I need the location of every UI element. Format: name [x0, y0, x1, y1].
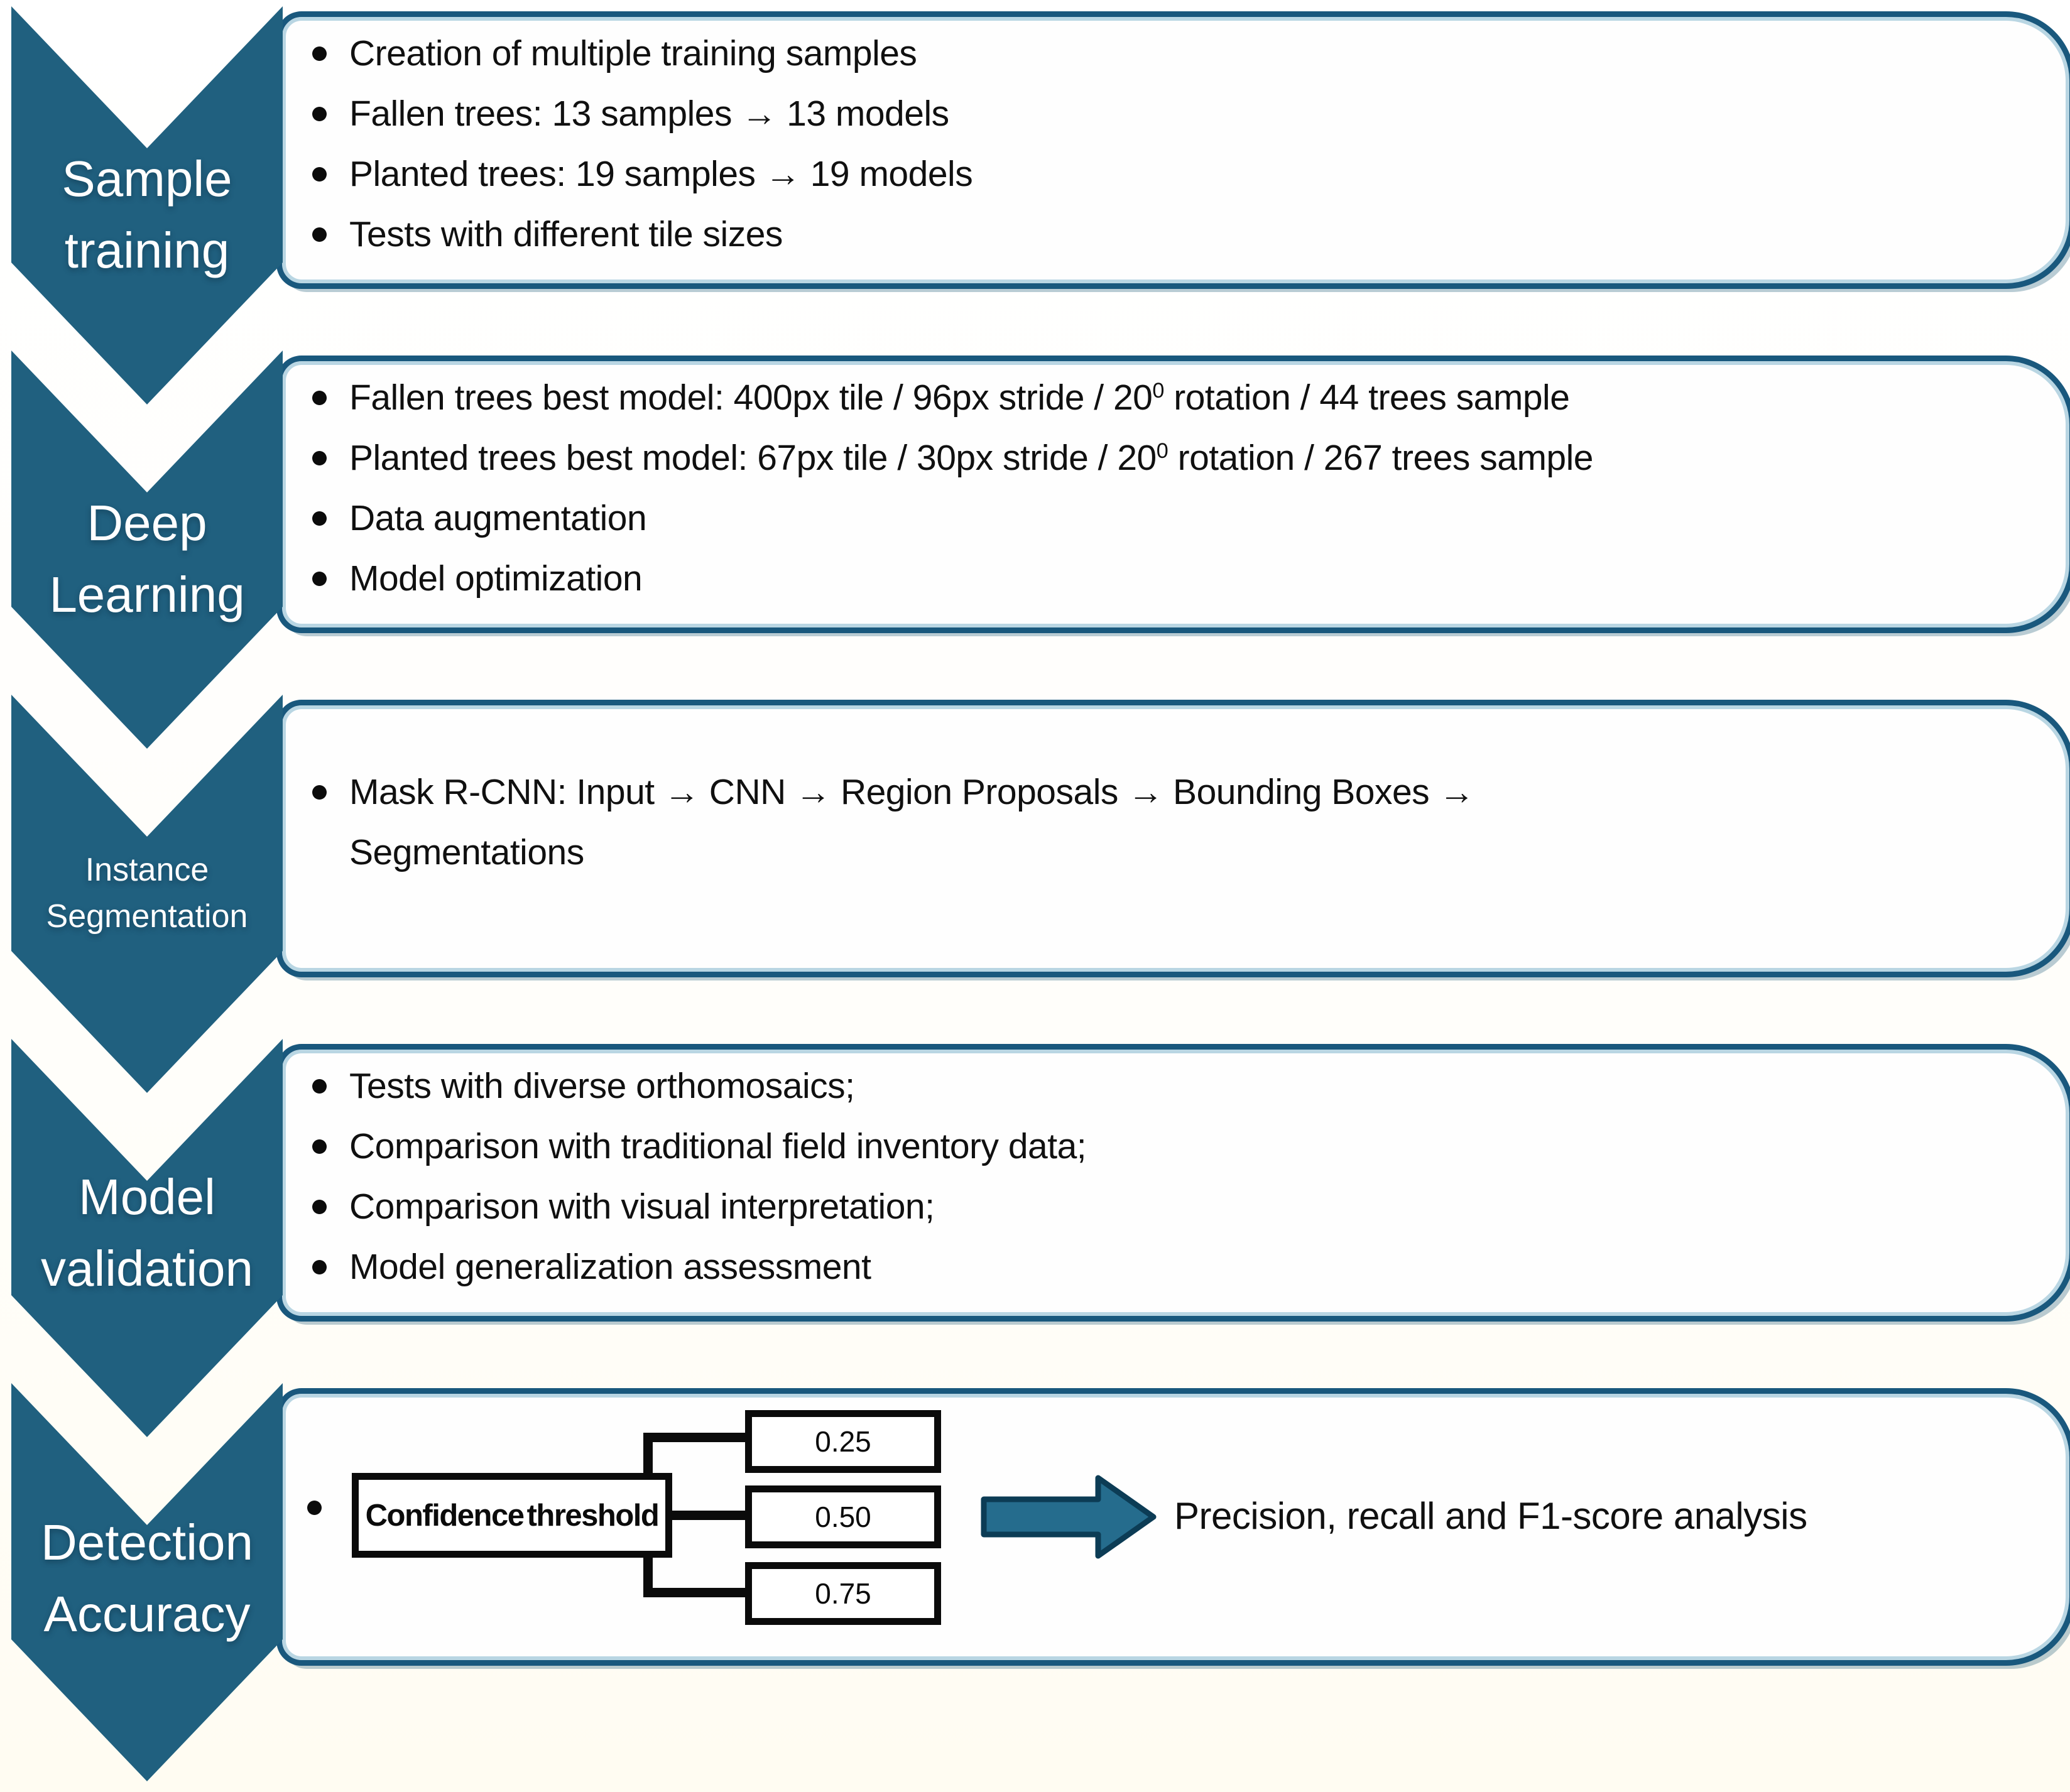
chevron-label-line: Segmentation — [46, 898, 248, 935]
bullet-dot — [312, 166, 327, 182]
connector-line-bottom — [643, 1588, 745, 1597]
chevron-label: Sample training — [11, 143, 283, 286]
chevron-label: Model validation — [11, 1161, 283, 1305]
chevron-model-validation: Model validation — [11, 1039, 283, 1437]
content-box-model-validation: Tests with diverse orthomosaics; Compari… — [276, 1044, 2070, 1322]
chevron-label: Deep Learning — [11, 487, 283, 631]
bullet-text: Fallen trees: 13 samples → 13 models — [349, 94, 949, 134]
chevron-label: Detection Accuracy — [11, 1507, 283, 1650]
threshold-box-075: 0.75 — [745, 1562, 941, 1625]
chevron-deep-learning: Deep Learning — [11, 350, 283, 749]
bullet-item: Fallen trees: 13 samples → 13 models — [312, 84, 949, 144]
threshold-box-025: 0.25 — [745, 1410, 941, 1473]
bullet-text-run: rotation / 44 trees sample — [1163, 377, 1570, 418]
bullet-item: Model optimization — [312, 548, 643, 609]
bullet-text-run: rotation / 267 trees sample — [1168, 438, 1594, 478]
bullet-text: Tests with different tile sizes — [349, 214, 783, 254]
bullet-text: Data augmentation — [349, 498, 647, 538]
content-box-detection-accuracy: Confidence threshold 0.25 0.50 0.75 Prec… — [276, 1388, 2070, 1666]
result-label: Precision, recall and F1-score analysis — [1174, 1494, 1807, 1537]
superscript: 0 — [1156, 439, 1168, 464]
bullet-dot — [312, 450, 327, 465]
bullet-dot — [312, 390, 327, 405]
bullet-text: Model optimization — [349, 558, 643, 599]
bullet-dot — [312, 1078, 327, 1094]
bullet-item: Comparison with visual interpretation; — [312, 1176, 935, 1237]
content-box-sample-training: Creation of multiple training samples Fa… — [276, 11, 2070, 289]
superscript: 0 — [1152, 379, 1164, 403]
bullet-text: Planted trees: 19 samples → 19 models — [349, 154, 973, 194]
bullet-item: Data augmentation — [312, 488, 647, 548]
bullet-dot — [312, 227, 327, 242]
bullet-item: Model generalization assessment — [312, 1237, 871, 1297]
bullet-text: Creation of multiple training samples — [349, 33, 917, 73]
bullet-dot — [312, 106, 327, 121]
chevron-sample-training: Sample training — [11, 6, 283, 405]
bullet-item: Creation of multiple training samples — [312, 23, 917, 84]
bullet-text-run: Fallen trees best model: 400px tile / 96… — [349, 377, 1153, 418]
bullet-text: Comparison with traditional field invent… — [349, 1126, 1087, 1166]
bullet-item: Comparison with traditional field invent… — [312, 1116, 1087, 1176]
bullet-item: Tests with diverse orthomosaics; — [312, 1056, 855, 1116]
bullet-dot — [312, 511, 327, 526]
threshold-box-050: 0.50 — [745, 1485, 941, 1548]
connector-line-middle — [672, 1511, 745, 1520]
bullet-item: Planted trees best model: 67px tile / 30… — [312, 428, 1593, 488]
chevron-label-line: Learning — [49, 567, 245, 622]
bullet-dot — [312, 1259, 327, 1274]
bullet-continuation: Segmentations — [349, 822, 584, 882]
bullet-text: Comparison with visual interpretation; — [349, 1187, 935, 1227]
bullet-dot — [312, 46, 327, 61]
bullet-dot — [312, 785, 327, 800]
bullet-text: Segmentations — [349, 832, 584, 872]
bullet-item: Fallen trees best model: 400px tile / 96… — [312, 367, 1570, 428]
chevron-label-line: Detection — [41, 1514, 253, 1570]
bullet-text-run: Planted trees best model: 67px tile / 30… — [349, 438, 1157, 478]
bullet-item: Tests with different tile sizes — [312, 204, 783, 264]
chevron-label-line: Instance — [85, 852, 209, 888]
content-box-instance-segmentation: Mask R-CNN: Input → CNN → Region Proposa… — [276, 700, 2070, 977]
bullet-text: Model generalization assessment — [349, 1247, 871, 1287]
chevron-instance-segmentation: Instance Segmentation — [11, 695, 283, 1093]
confidence-threshold-box: Confidence threshold — [352, 1473, 672, 1558]
chevron-label-line: Sample — [62, 151, 232, 207]
chevron-label-line: Deep — [87, 495, 207, 551]
chevron-label: Instance Segmentation — [11, 847, 283, 940]
bullet-item: Mask R-CNN: Input → CNN → Region Proposa… — [312, 762, 1475, 822]
chevron-detection-accuracy: Detection Accuracy — [11, 1383, 283, 1781]
bullet-text: Planted trees best model: 67px tile / 30… — [349, 437, 1593, 479]
bullet-text: Tests with diverse orthomosaics; — [349, 1066, 855, 1106]
bullet-dot — [312, 1199, 327, 1214]
bullet-dot — [312, 1139, 327, 1154]
chevron-label-line: Accuracy — [43, 1586, 251, 1642]
bullet-dot — [307, 1501, 322, 1515]
chevron-label-line: training — [64, 222, 230, 278]
bullet-dot — [312, 571, 327, 586]
chevron-label-line: Model — [79, 1169, 215, 1225]
bullet-item: Planted trees: 19 samples → 19 models — [312, 144, 973, 204]
content-box-deep-learning: Fallen trees best model: 400px tile / 96… — [276, 356, 2070, 633]
chevron-label-line: validation — [40, 1241, 253, 1296]
bullet-text: Fallen trees best model: 400px tile / 96… — [349, 377, 1570, 418]
bullet-text: Mask R-CNN: Input → CNN → Region Proposa… — [349, 772, 1475, 812]
right-arrow-icon — [981, 1475, 1157, 1559]
connector-line-top — [643, 1433, 745, 1442]
